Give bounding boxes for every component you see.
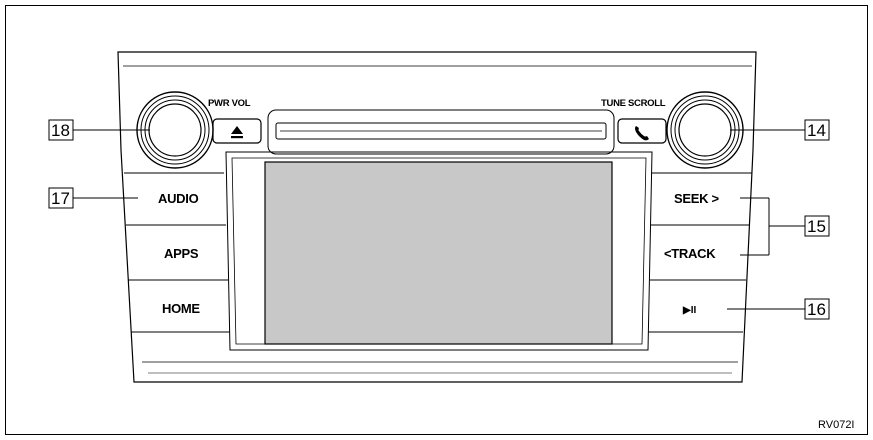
touch-screen[interactable] (264, 161, 613, 345)
head-unit-outline (117, 51, 757, 383)
phone-icon (635, 126, 649, 141)
track-button[interactable]: <TRACK (664, 246, 716, 261)
home-button[interactable]: HOME (162, 301, 201, 316)
callout-18: 18 (51, 121, 70, 140)
tune-scroll-label: TUNE SCROLL (601, 98, 666, 109)
eject-icon (231, 126, 243, 139)
play-pause-button[interactable]: ▶II (682, 305, 696, 316)
callout-15: 15 (807, 217, 826, 236)
apps-button[interactable]: APPS (164, 246, 199, 261)
cd-slot[interactable] (275, 122, 607, 140)
reference-code: RV072I (818, 419, 855, 431)
screen-bezel-inner (231, 157, 647, 345)
seek-button[interactable]: SEEK > (674, 191, 720, 206)
callout-14: 14 (807, 121, 826, 140)
cd-slot-bezel (267, 109, 615, 155)
callout-17: 17 (51, 189, 70, 208)
pwr-vol-label: PWR VOL (208, 98, 251, 109)
callout-16-box (804, 298, 830, 320)
callout-16: 16 (807, 300, 826, 319)
audio-button[interactable]: AUDIO (158, 191, 199, 206)
outer-frame (5, 5, 868, 435)
screen-bezel (225, 151, 653, 351)
phone-button[interactable] (617, 118, 667, 144)
callout-15-box (804, 215, 830, 237)
